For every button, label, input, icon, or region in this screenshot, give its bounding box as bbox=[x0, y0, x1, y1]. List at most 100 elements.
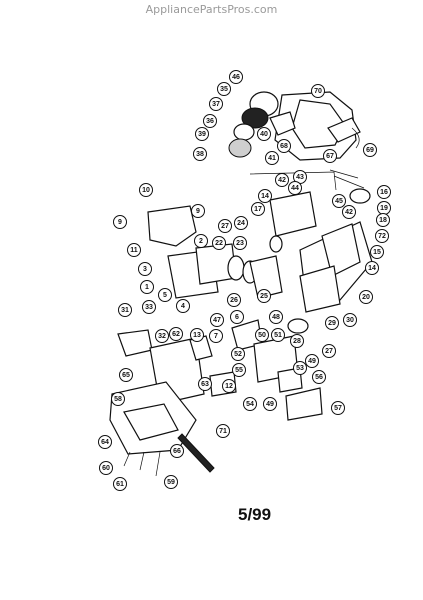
callout-29: 29 bbox=[325, 316, 339, 330]
callout-label: 10 bbox=[142, 187, 150, 194]
callout-label: 65 bbox=[122, 372, 130, 379]
callout-label: 54 bbox=[246, 401, 254, 408]
callout-label: 51 bbox=[274, 332, 282, 339]
callout-label: 12 bbox=[225, 383, 233, 390]
callout-label: 4 bbox=[181, 303, 185, 310]
callout-20: 20 bbox=[359, 290, 373, 304]
callout-17: 17 bbox=[251, 202, 265, 216]
callout-label: 52 bbox=[234, 351, 242, 358]
callout-31: 31 bbox=[118, 303, 132, 317]
callout-27: 27 bbox=[218, 219, 232, 233]
callout-16: 16 bbox=[377, 185, 391, 199]
callout-label: 53 bbox=[296, 365, 304, 372]
callout-label: 28 bbox=[293, 338, 301, 345]
callout-41: 41 bbox=[265, 151, 279, 165]
callout-label: 58 bbox=[114, 396, 122, 403]
callout-label: 31 bbox=[121, 307, 129, 314]
callout-52: 52 bbox=[231, 347, 245, 361]
callout-6: 6 bbox=[230, 310, 244, 324]
callout-label: 27 bbox=[221, 223, 229, 230]
callout-label: 26 bbox=[230, 297, 238, 304]
callout-14: 14 bbox=[258, 189, 272, 203]
callout-label: 1 bbox=[145, 284, 149, 291]
callout-7: 7 bbox=[209, 329, 223, 343]
callout-label: 67 bbox=[326, 153, 334, 160]
callout-label: 56 bbox=[315, 374, 323, 381]
callout-26: 26 bbox=[227, 293, 241, 307]
callout-53: 53 bbox=[293, 361, 307, 375]
callout-15: 15 bbox=[370, 245, 384, 259]
callout-65: 65 bbox=[119, 368, 133, 382]
callout-label: 37 bbox=[212, 101, 220, 108]
callout-label: 15 bbox=[373, 249, 381, 256]
callout-2: 2 bbox=[194, 234, 208, 248]
callout-label: 7 bbox=[214, 333, 218, 340]
callout-label: 14 bbox=[261, 193, 269, 200]
callout-label: 43 bbox=[296, 174, 304, 181]
callout-59: 59 bbox=[164, 475, 178, 489]
callout-label: 61 bbox=[116, 481, 124, 488]
callout-38: 38 bbox=[193, 147, 207, 161]
callout-42: 42 bbox=[342, 205, 356, 219]
callout-30: 30 bbox=[343, 313, 357, 327]
callout-67: 67 bbox=[323, 149, 337, 163]
callout-label: 49 bbox=[308, 358, 316, 365]
callout-label: 45 bbox=[335, 198, 343, 205]
callout-10: 10 bbox=[139, 183, 153, 197]
callout-68: 68 bbox=[277, 139, 291, 153]
callout-label: 22 bbox=[215, 240, 223, 247]
callout-54: 54 bbox=[243, 397, 257, 411]
engine-block-assembly bbox=[147, 169, 373, 334]
callout-47: 47 bbox=[210, 313, 224, 327]
callout-label: 46 bbox=[232, 74, 240, 81]
starter-housing-assembly bbox=[228, 91, 361, 161]
callout-label: 17 bbox=[254, 206, 262, 213]
callout-label: 38 bbox=[196, 151, 204, 158]
callout-69: 69 bbox=[363, 143, 377, 157]
callout-49: 49 bbox=[263, 397, 277, 411]
callout-label: 42 bbox=[278, 177, 286, 184]
callout-25: 25 bbox=[257, 289, 271, 303]
callout-72: 72 bbox=[375, 229, 389, 243]
callout-51: 51 bbox=[271, 328, 285, 342]
callout-37: 37 bbox=[209, 97, 223, 111]
callout-18: 18 bbox=[376, 213, 390, 227]
callout-label: 27 bbox=[325, 348, 333, 355]
callout-label: 63 bbox=[201, 381, 209, 388]
callout-48: 48 bbox=[269, 310, 283, 324]
callout-label: 72 bbox=[378, 233, 386, 240]
callout-label: 36 bbox=[206, 118, 214, 125]
callout-label: 25 bbox=[260, 293, 268, 300]
callout-label: 2 bbox=[199, 238, 203, 245]
callout-5: 5 bbox=[158, 288, 172, 302]
callout-11: 11 bbox=[127, 243, 141, 257]
callout-64: 64 bbox=[98, 435, 112, 449]
callout-label: 66 bbox=[173, 448, 181, 455]
callout-label: 14 bbox=[368, 265, 376, 272]
callout-36: 36 bbox=[203, 114, 217, 128]
callout-label: 19 bbox=[380, 205, 388, 212]
callout-55: 55 bbox=[232, 363, 246, 377]
callout-24: 24 bbox=[234, 216, 248, 230]
callout-label: 42 bbox=[345, 209, 353, 216]
callout-label: 68 bbox=[280, 143, 288, 150]
callout-23: 23 bbox=[233, 236, 247, 250]
callout-label: 3 bbox=[143, 266, 147, 273]
callout-46: 46 bbox=[229, 70, 243, 84]
callout-9: 9 bbox=[191, 204, 205, 218]
callout-label: 9 bbox=[196, 208, 200, 215]
callout-42: 42 bbox=[275, 173, 289, 187]
callout-33: 33 bbox=[142, 300, 156, 314]
callout-3: 3 bbox=[138, 262, 152, 276]
callout-label: 50 bbox=[258, 332, 266, 339]
callout-32: 32 bbox=[155, 329, 169, 343]
callout-28: 28 bbox=[290, 334, 304, 348]
callout-label: 71 bbox=[219, 428, 227, 435]
callout-62: 62 bbox=[169, 327, 183, 341]
callout-label: 70 bbox=[314, 88, 322, 95]
callout-label: 39 bbox=[198, 131, 206, 138]
callout-label: 55 bbox=[235, 367, 243, 374]
callout-label: 64 bbox=[101, 439, 109, 446]
callout-label: 29 bbox=[328, 320, 336, 327]
